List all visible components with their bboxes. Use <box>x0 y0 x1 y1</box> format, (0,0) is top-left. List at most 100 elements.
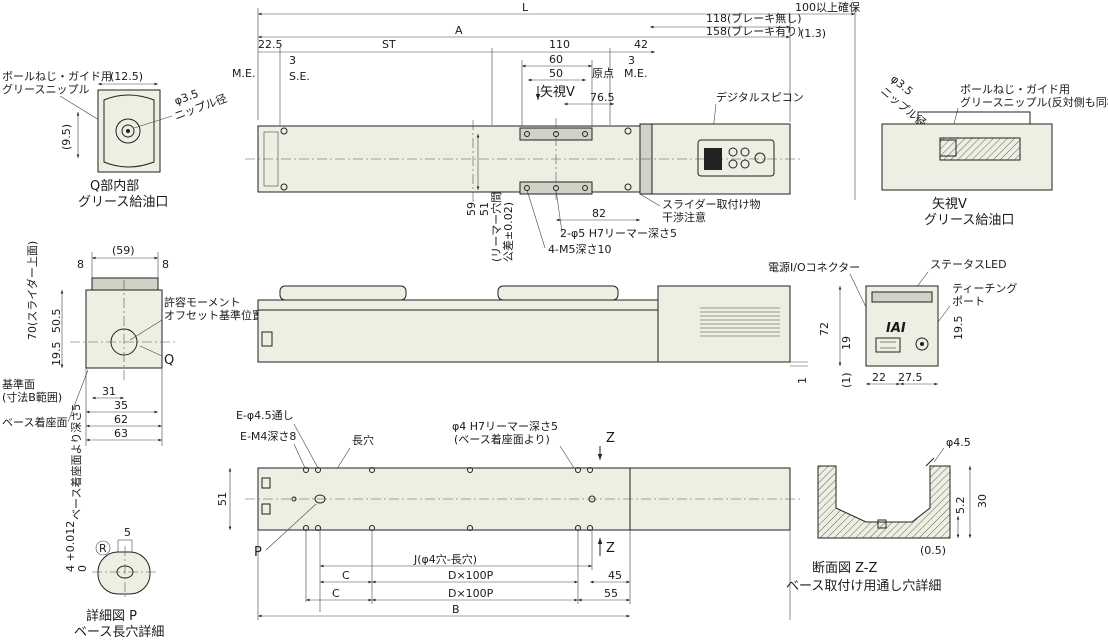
dim-3-left: 3 <box>289 54 296 67</box>
dim-51: 51 <box>478 202 491 216</box>
dim-c2: C <box>332 587 340 600</box>
motor-dim-27-5: 27.5 <box>898 371 923 384</box>
side-body <box>257 299 659 363</box>
q-note-2: グリースニップル <box>2 82 89 96</box>
dim-59: 59 <box>465 202 478 216</box>
end-dim-70: 70(スライダー上面) <box>25 241 39 340</box>
motor-dim-19-5: 19.5 <box>952 316 965 341</box>
dim-82: 82 <box>592 207 606 220</box>
moment-2: オフセット基準位置 <box>164 308 263 322</box>
side-slider-cover-left <box>279 285 407 301</box>
detail-p-depth-1: 4 +0.012 <box>64 521 77 572</box>
end-view: (59) 8 8 70(スライダー上面) 50.5 19.5 許容モーメント オ… <box>2 241 263 446</box>
label-status-led: ステータスLED <box>930 258 1007 271</box>
side-dim-1: 1 <box>796 377 809 384</box>
dim-42: 42 <box>634 38 648 51</box>
dim-45: 45 <box>608 569 622 582</box>
side-motor-fins <box>700 307 780 337</box>
detail-p-caption-1: 詳細図 P <box>86 608 137 624</box>
dim-dx2: D×100P <box>448 587 494 600</box>
dim-j: J(φ4穴-長穴) <box>413 552 477 566</box>
power-io-connector <box>875 337 901 353</box>
end-dim-31: 31 <box>102 385 116 398</box>
q-nipple <box>115 118 141 144</box>
detail-p-depth-text: ベース着座面より深さ5 <box>69 404 83 520</box>
label-teach-1: ティーチング <box>952 281 1017 295</box>
label-digital-speed: デジタルスピコン <box>716 90 804 104</box>
q-dim-9-5: (9.5) <box>60 124 73 150</box>
dim-a: A <box>455 24 463 37</box>
view-v: φ3.5 ニップル径 ボールねじ・ガイド用 グリースニップル(反対側も同様) 矢… <box>878 72 1108 228</box>
label-teach-2: ポート <box>952 295 985 308</box>
phi4-note-2: (ベース着座面より) <box>454 432 550 446</box>
view-q: ボールねじ・ガイド用 グリースニップル (12.5) (9.5) φ3.5 ニッ… <box>2 70 229 210</box>
dim-l: L <box>522 1 529 14</box>
base-face: ベース着座面 <box>2 415 67 429</box>
iai-logo: IAI <box>886 321 906 336</box>
bottom-dim-51: 51 <box>216 492 229 506</box>
zz-dim-5-2: 5.2 <box>954 497 967 515</box>
label-e-phi4-5: E-φ4.5通し <box>236 409 294 422</box>
dim-3-right: 3 <box>628 54 635 67</box>
end-q-label: Q <box>164 353 174 368</box>
ref-face-2: (寸法B範囲) <box>2 390 62 404</box>
dim-60: 60 <box>549 53 563 66</box>
label-slot: 長穴 <box>352 433 374 447</box>
base-slot <box>314 494 326 504</box>
slider-note-2: 干渉注意 <box>662 210 706 224</box>
dim-brake-with: 158(ブレーキ有り) <box>706 24 802 38</box>
motor-end-view: 電源I/Oコネクター ステータスLED ティーチング ポート IAI 72 19… <box>768 258 1017 388</box>
label-se: S.E. <box>289 70 310 83</box>
section-z-bottom: Z <box>606 541 615 556</box>
end-dim-35: 35 <box>114 399 128 412</box>
zz-caption-1: 断面図 Z-Z <box>812 561 878 576</box>
dim-dx1: D×100P <box>448 569 494 582</box>
motor-dim-72: 72 <box>818 322 831 336</box>
side-view: 1 <box>257 285 809 384</box>
motor-dim-1: (1) <box>840 372 853 388</box>
moment-1: 許容モーメント <box>164 295 241 309</box>
label-power-io: 電源I/Oコネクター <box>768 260 860 274</box>
slider-note-1: スライダー取付け物 <box>662 197 761 211</box>
speed-controller-panel <box>697 139 775 177</box>
v-caption-2: グリース給油口 <box>924 213 1014 228</box>
v-cutaway <box>939 137 1021 161</box>
q-dim-12-5: (12.5) <box>110 70 143 83</box>
motor-dim-22: 22 <box>872 371 886 384</box>
reamer-note-2: 公差±0.02) <box>501 202 515 262</box>
end-dim-19-5: 19.5 <box>50 342 63 367</box>
zz-dim-30: 30 <box>976 494 989 508</box>
detail-p: ベース着座面より深さ5 4 +0.012 0 5 R 詳細図 P ベース長穴詳細 <box>64 404 164 640</box>
label-origin: 原点 <box>592 67 614 80</box>
reamer-note-1: (リーマー穴間 <box>489 192 503 262</box>
dim-50: 50 <box>549 67 563 80</box>
label-e-m4: E-M4深さ8 <box>240 430 296 443</box>
side-slider-cover-right <box>497 285 619 301</box>
end-dim-8a: 8 <box>77 258 84 271</box>
end-view-slider <box>91 277 159 291</box>
detail-p-boss <box>97 551 151 595</box>
controller-display <box>704 148 722 170</box>
ref-face-1: 基準面 <box>2 377 35 391</box>
dim-b: B <box>452 603 460 616</box>
view-v-arrow-label: 矢視V <box>540 85 575 100</box>
label-me-right: M.E. <box>624 67 647 80</box>
zz-dim-0-5: (0.5) <box>920 544 946 557</box>
end-dim-8b: 8 <box>162 258 169 271</box>
detail-p-dim-5: 5 <box>124 526 131 539</box>
v-caption-1: 矢視V <box>932 197 967 212</box>
dim-22-5: 22.5 <box>258 38 283 51</box>
dim-brake-none: 118(ブレーキ無し) <box>706 11 802 25</box>
dim-76-5: 76.5 <box>590 91 615 104</box>
dim-c1: C <box>342 569 350 582</box>
dim-st: ST <box>382 38 396 51</box>
zz-caption-2: ベース取付け用通し穴詳細 <box>786 578 941 594</box>
end-dim-62: 62 <box>114 413 128 426</box>
motor-dim-19: 19 <box>840 336 853 350</box>
q-caption-2: グリース給油口 <box>78 195 168 210</box>
section-profile <box>817 465 951 539</box>
detail-p-depth-0: 0 <box>76 565 89 572</box>
dim-55: 55 <box>604 587 618 600</box>
bottom-view: E-φ4.5通し E-M4深さ8 長穴 φ4 H7リーマー深さ5 (ベース着座面… <box>216 409 800 620</box>
